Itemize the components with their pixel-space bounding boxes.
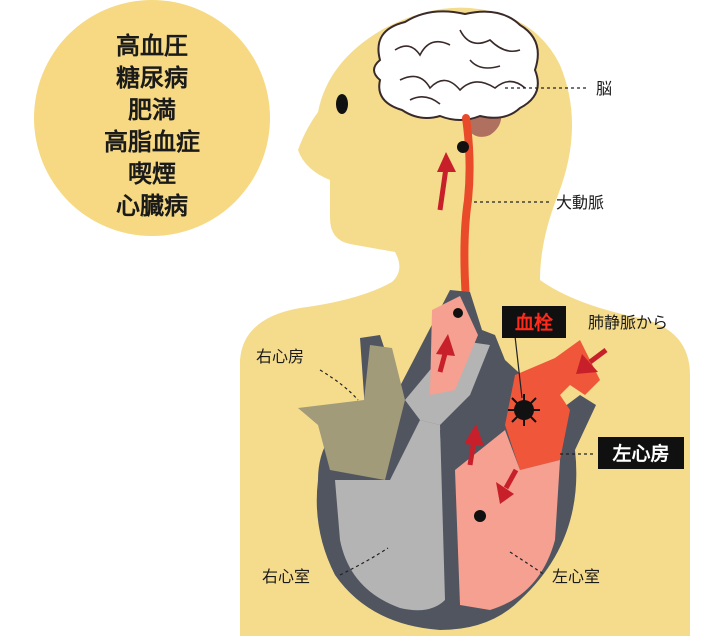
risk-factor-3: 肥満 bbox=[128, 96, 176, 124]
label-aorta: 大動脈 bbox=[556, 193, 604, 212]
embolus-dot-ventricle bbox=[474, 510, 486, 522]
label-pulmonary-vein: 肺静脈から bbox=[588, 313, 668, 332]
risk-factor-6: 心臓病 bbox=[116, 192, 188, 220]
label-left-atrium: 左心房 bbox=[612, 442, 669, 465]
risk-factor-2: 糖尿病 bbox=[116, 64, 188, 92]
embolus-dot-aorta bbox=[453, 308, 463, 318]
embolus-dot-neck bbox=[457, 141, 469, 153]
label-right-atrium: 右心房 bbox=[256, 347, 304, 366]
risk-factor-1: 高血圧 bbox=[116, 32, 188, 60]
label-embolus: 血栓 bbox=[515, 311, 553, 334]
brain-icon bbox=[374, 11, 538, 120]
label-right-ventricle: 右心室 bbox=[262, 567, 310, 586]
label-brain: 脳 bbox=[596, 79, 612, 98]
risk-factor-5: 喫煙 bbox=[128, 160, 176, 188]
label-left-ventricle: 左心室 bbox=[552, 567, 600, 586]
embolus-icon bbox=[508, 394, 540, 426]
eye bbox=[336, 94, 348, 114]
risk-factor-4: 高脂血症 bbox=[104, 128, 200, 156]
